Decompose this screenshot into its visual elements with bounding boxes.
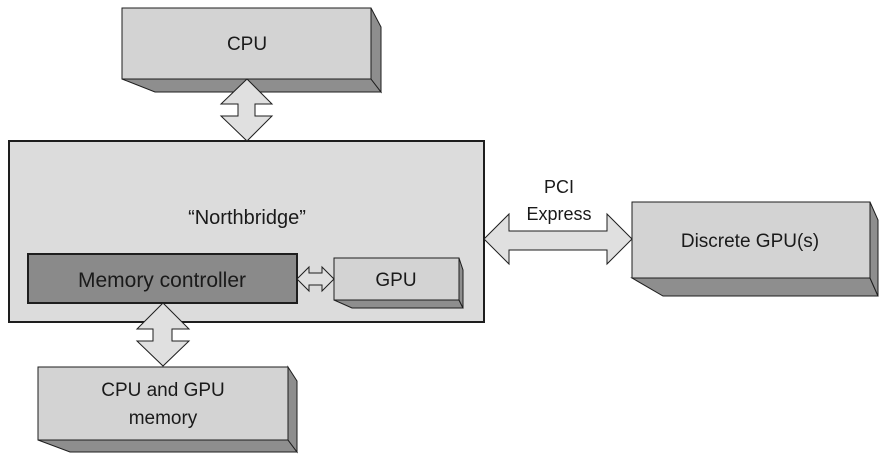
cpu-label: CPU	[227, 34, 267, 55]
cpu-box: CPU	[121, 7, 383, 94]
cpu-box-front	[121, 7, 372, 80]
integrated-gpu-label: GPU	[375, 270, 416, 291]
integrated-gpu-bottom-face	[333, 299, 464, 309]
discrete-gpu-box: Discrete GPU(s)	[630, 201, 879, 297]
cpu-box-side-face	[370, 7, 382, 94]
memctrl-gpu-arrow	[296, 265, 335, 293]
memctrl-memory-arrow	[135, 302, 191, 367]
discrete-gpu-front	[631, 201, 871, 279]
pci-express-label-line1: PCI	[544, 177, 574, 197]
pci-express-label-line2: Express	[526, 204, 591, 224]
memory-box-side-face	[287, 365, 298, 454]
memory-controller-label: Memory controller	[78, 269, 246, 292]
memory-box-bottom-face	[37, 439, 298, 453]
memory-box-front	[37, 366, 289, 441]
discrete-gpu-bottom-face	[630, 277, 879, 297]
discrete-gpu-label: Discrete GPU(s)	[681, 231, 819, 252]
northbridge-label: “Northbridge”	[188, 207, 306, 229]
cpu-northbridge-arrow	[219, 78, 274, 142]
memory-label-line1: CPU and GPU	[101, 380, 225, 401]
memory-label-line2: memory	[129, 408, 198, 429]
memory-box: CPU and GPU memory	[37, 365, 298, 454]
integrated-gpu-box: GPU	[333, 257, 464, 309]
memory-controller-box: Memory controller	[27, 253, 298, 304]
discrete-gpu-side-face	[869, 201, 879, 297]
pci-express-arrow	[483, 212, 633, 266]
